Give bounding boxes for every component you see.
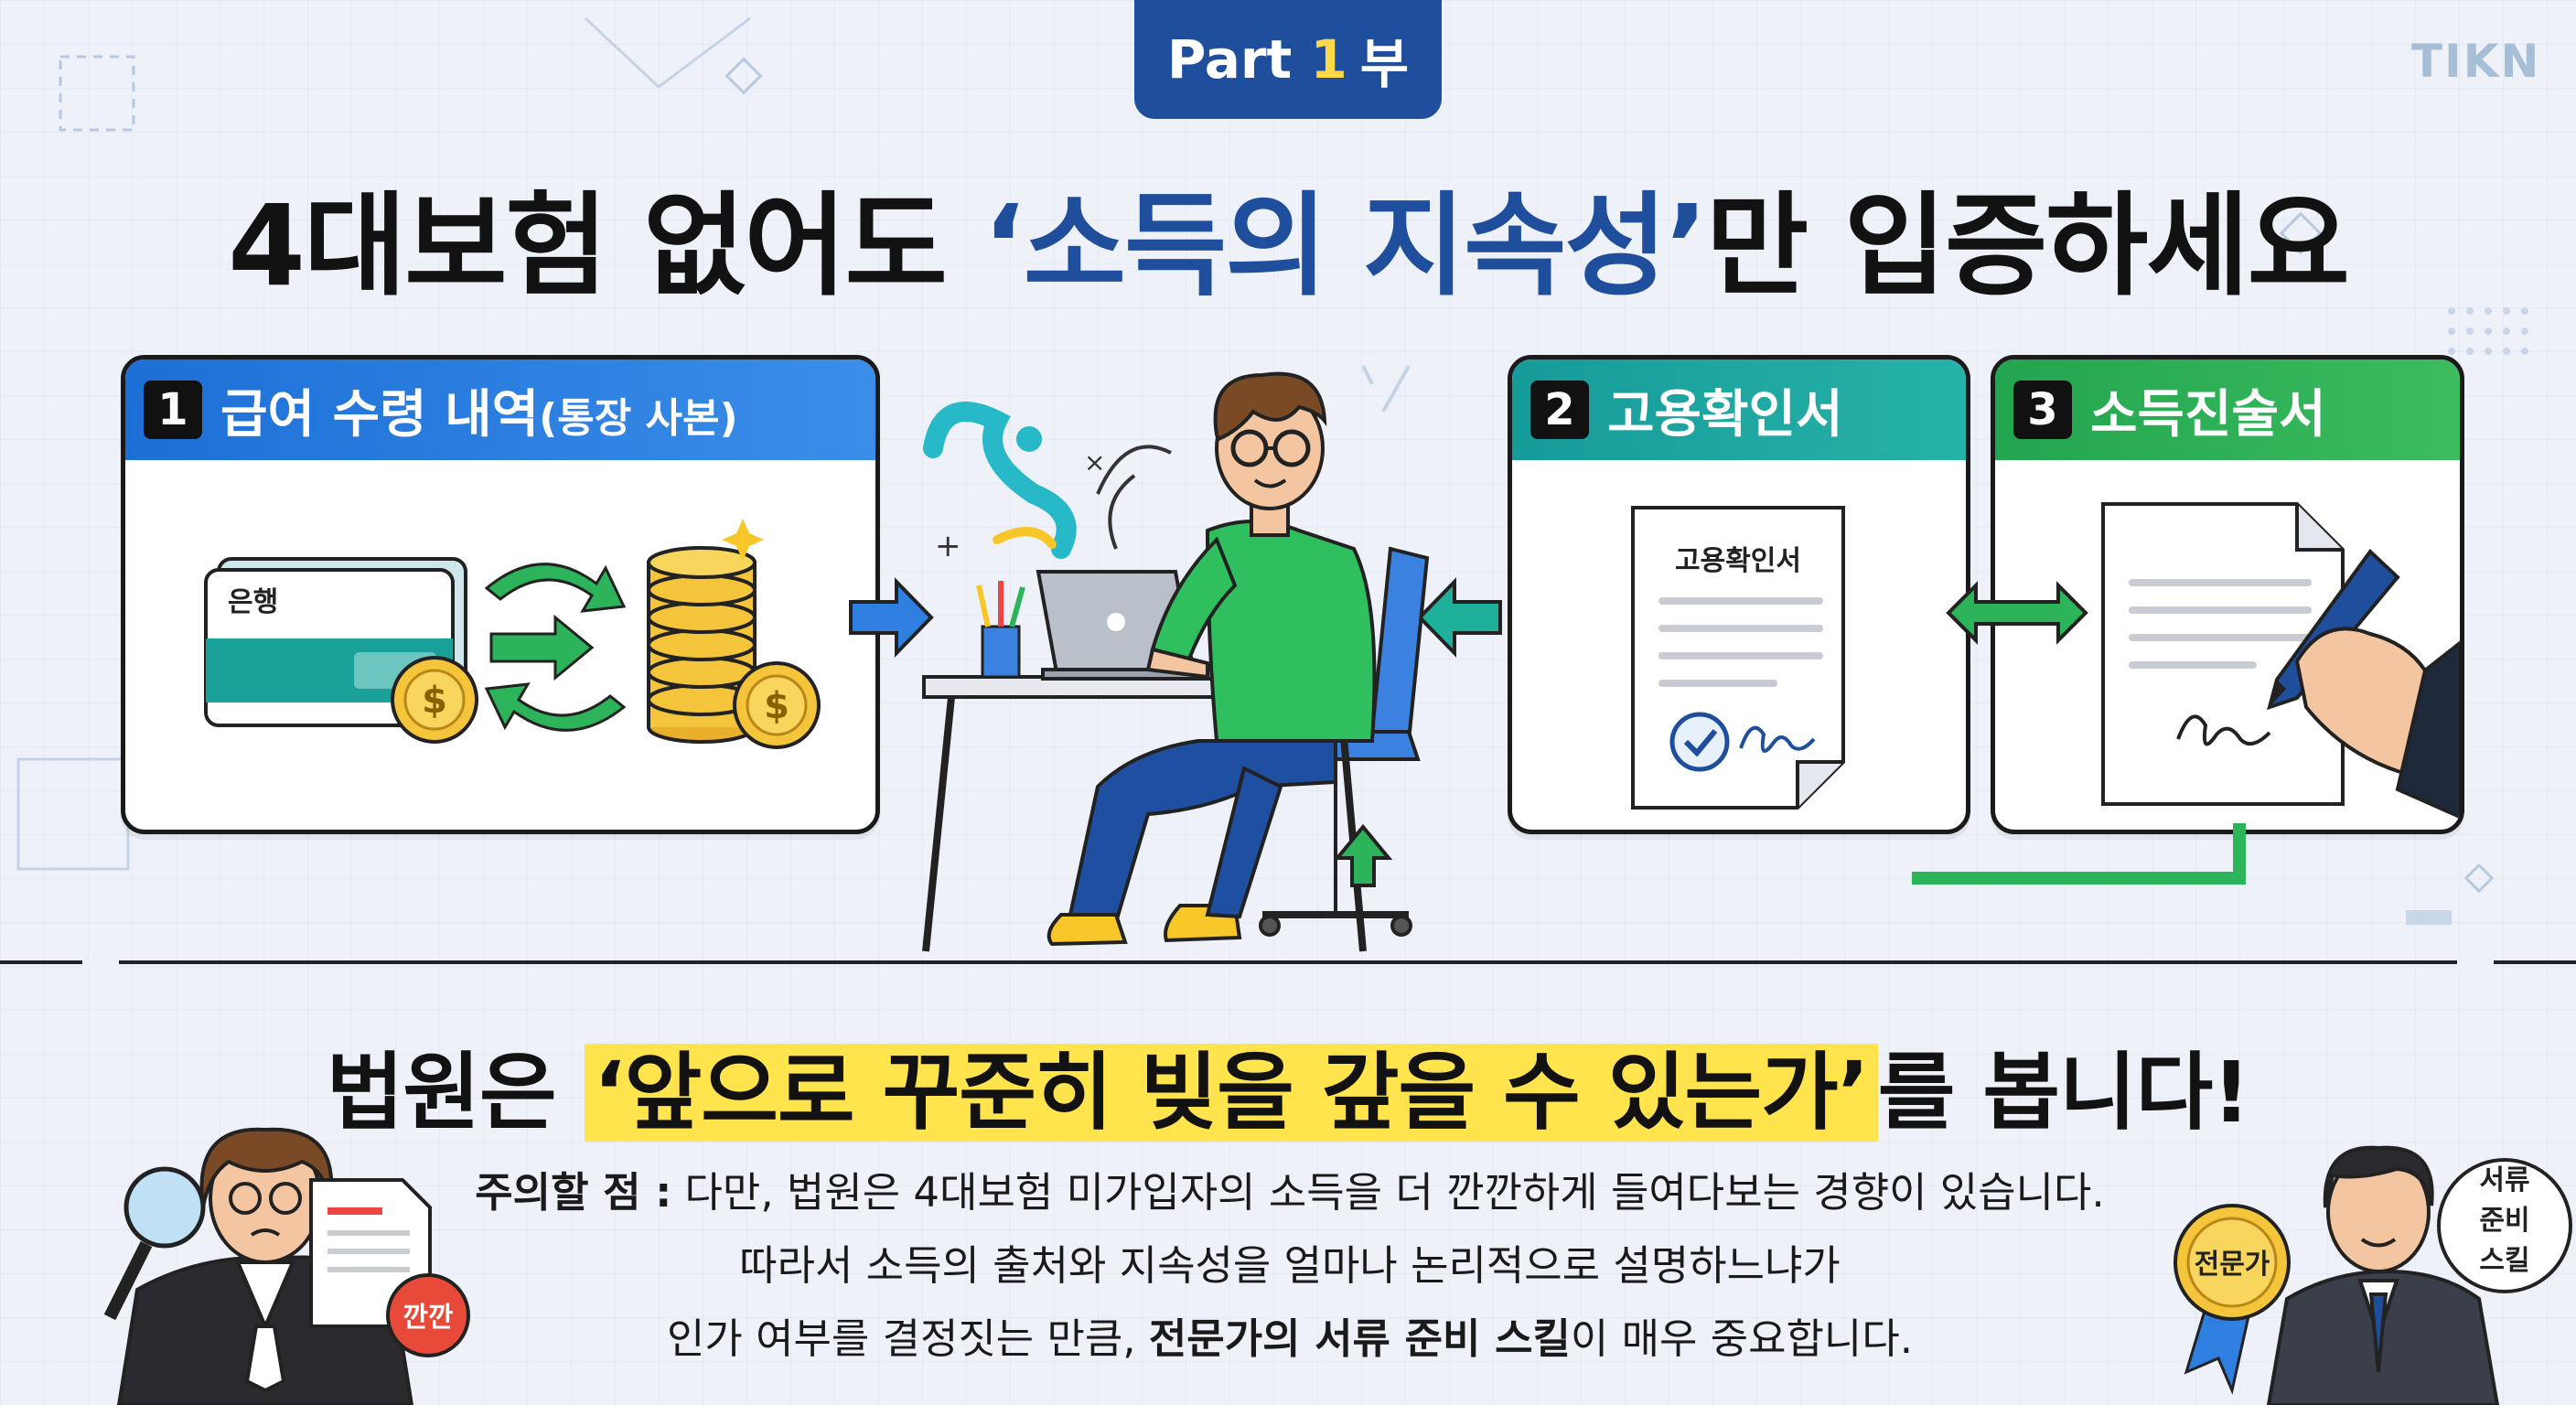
- divider-gap: [2457, 957, 2494, 968]
- pencil-cup-icon: [976, 581, 1025, 679]
- bubble-line-3: 스킬: [2479, 1245, 2529, 1277]
- svg-text:+: +: [935, 528, 961, 564]
- arrow-left-icon: [1417, 577, 1502, 658]
- divider-gap: [82, 957, 119, 968]
- magnifier-icon: [103, 1166, 206, 1321]
- note-text-3a: 인가 여부를 결정짓는 만큼,: [666, 1314, 1149, 1363]
- stamp-icon: [386, 1273, 470, 1357]
- swirl-decoration: [923, 402, 1077, 559]
- note-line-3: 인가 여부를 결정짓는 만큼, 전문가의 서류 준비 스킬이 매우 중요합니다.: [457, 1303, 2122, 1376]
- note-label: 주의할 점 :: [475, 1168, 672, 1217]
- card-salary-record: 1 급여 수령 내역(통장 사본) 은행 $: [121, 355, 880, 834]
- medal-label: 전문가: [2195, 1249, 2270, 1281]
- card-title: 소득진술서: [2090, 384, 2326, 445]
- page-title: 4대보험 없어도 ‘소득의 지속성’만 입증하세요: [0, 156, 2576, 317]
- certificate-illustration: 고용확인서: [1631, 506, 1845, 810]
- speech-bubble: 서류 준비 스킬: [2437, 1158, 2572, 1293]
- card-header: 1 급여 수령 내역(통장 사본): [125, 359, 875, 460]
- bank-label: 은행: [228, 586, 278, 618]
- subheadline-part-2: 를 봅니다!: [1877, 1044, 2251, 1142]
- caution-note: 주의할 점 : 다만, 법원은 4대보험 미가입자의 소득을 더 깐깐하게 들여…: [457, 1156, 2122, 1376]
- part-suffix: 부: [1359, 33, 1410, 95]
- document-title: 고용확인서: [1675, 545, 1801, 577]
- signature-icon: [1739, 725, 1816, 753]
- expert-icon: [2266, 1145, 2500, 1405]
- brand-logo: TIKN: [2411, 35, 2541, 88]
- part-number: 1: [1310, 28, 1347, 91]
- center-illustration: + ×: [849, 365, 1502, 952]
- bubble-line-2: 준비: [2479, 1205, 2529, 1237]
- title-part-2: 만 입증하세요: [1705, 181, 2350, 311]
- arrow-up-icon: [1333, 823, 1393, 887]
- part-label: Part: [1166, 28, 1311, 91]
- card-title-main: 급여 수령 내역: [220, 384, 540, 445]
- section-divider: [0, 960, 2576, 964]
- subheadline-part-1: 법원은: [326, 1044, 585, 1142]
- double-arrow-icon: [1946, 581, 2088, 645]
- card-employment-certificate: 2 고용확인서 고용확인서: [1508, 355, 1970, 834]
- svg-text:$: $: [422, 680, 447, 722]
- svg-text:$: $: [764, 685, 789, 727]
- subheadline-highlight: ‘앞으로 꾸준히 빚을 갚을 수 있는가’: [584, 1044, 1878, 1142]
- expert-illustration: 전문가 서류 준비 스킬: [2174, 1145, 2572, 1405]
- note-text-1: 다만, 법원은 4대보험 미가입자의 소득을 더 깐깐하게 들여다보는 경향이 …: [671, 1168, 2105, 1217]
- title-highlight: ‘소득의 지속성’: [982, 181, 1708, 311]
- coin-icon: $: [391, 656, 478, 744]
- signing-illustration: [2101, 502, 2460, 820]
- bubble-line-1: 서류: [2479, 1164, 2529, 1196]
- card-income-statement: 3 소득진술서: [1991, 355, 2464, 834]
- coin-stack-icon: $: [647, 546, 821, 749]
- sub-headline: 법원은 ‘앞으로 꾸준히 빚을 갚을 수 있는가’를 봅니다!: [0, 1024, 2576, 1146]
- card-number: 3: [2013, 381, 2072, 439]
- stamp-label: 깐깐: [402, 1302, 454, 1334]
- judge-icon: [116, 1127, 414, 1405]
- arrow-right-icon: [849, 577, 934, 658]
- seal-icon: [1669, 712, 1730, 772]
- return-arrow-head: [1333, 823, 1393, 887]
- note-line-2: 따라서 소득의 출처와 지속성을 얼마나 논리적으로 설명하느냐가: [739, 1241, 1841, 1290]
- judge-illustration: 깐깐: [103, 1127, 470, 1405]
- person-icon: [1046, 371, 1377, 947]
- title-part-1: 4대보험 없어도: [228, 181, 983, 311]
- card-title-sub: (통장 사본): [539, 394, 738, 442]
- card-number: 1: [144, 381, 202, 439]
- card-title: 급여 수령 내역(통장 사본): [220, 373, 738, 447]
- document-icon: 고용확인서: [1631, 506, 1845, 810]
- note-emphasis: 전문가의 서류 준비 스킬: [1148, 1314, 1571, 1363]
- card-header: 3 소득진술서: [1995, 359, 2460, 460]
- circular-arrows-icon: [484, 563, 627, 732]
- sparkle-icon: [722, 519, 764, 561]
- note-text-3b: 이 매우 중요합니다.: [1570, 1314, 1914, 1363]
- medal-icon: 전문가: [2174, 1204, 2291, 1395]
- note-line-1: 주의할 점 : 다만, 법원은 4대보험 미가입자의 소득을 더 깐깐하게 들여…: [457, 1156, 2122, 1229]
- bankbook-coins-illustration: 은행 $ $: [204, 519, 821, 749]
- card-header: 2 고용확인서: [1512, 359, 1966, 460]
- connector-arrows: [1912, 581, 2246, 885]
- hand-icon: [2294, 627, 2460, 820]
- signature-icon: [2176, 714, 2271, 746]
- card-title: 고용확인서: [1607, 384, 1843, 445]
- card-number: 2: [1530, 381, 1589, 439]
- svg-text:×: ×: [1084, 447, 1105, 477]
- return-arrow-line: [1912, 823, 2246, 885]
